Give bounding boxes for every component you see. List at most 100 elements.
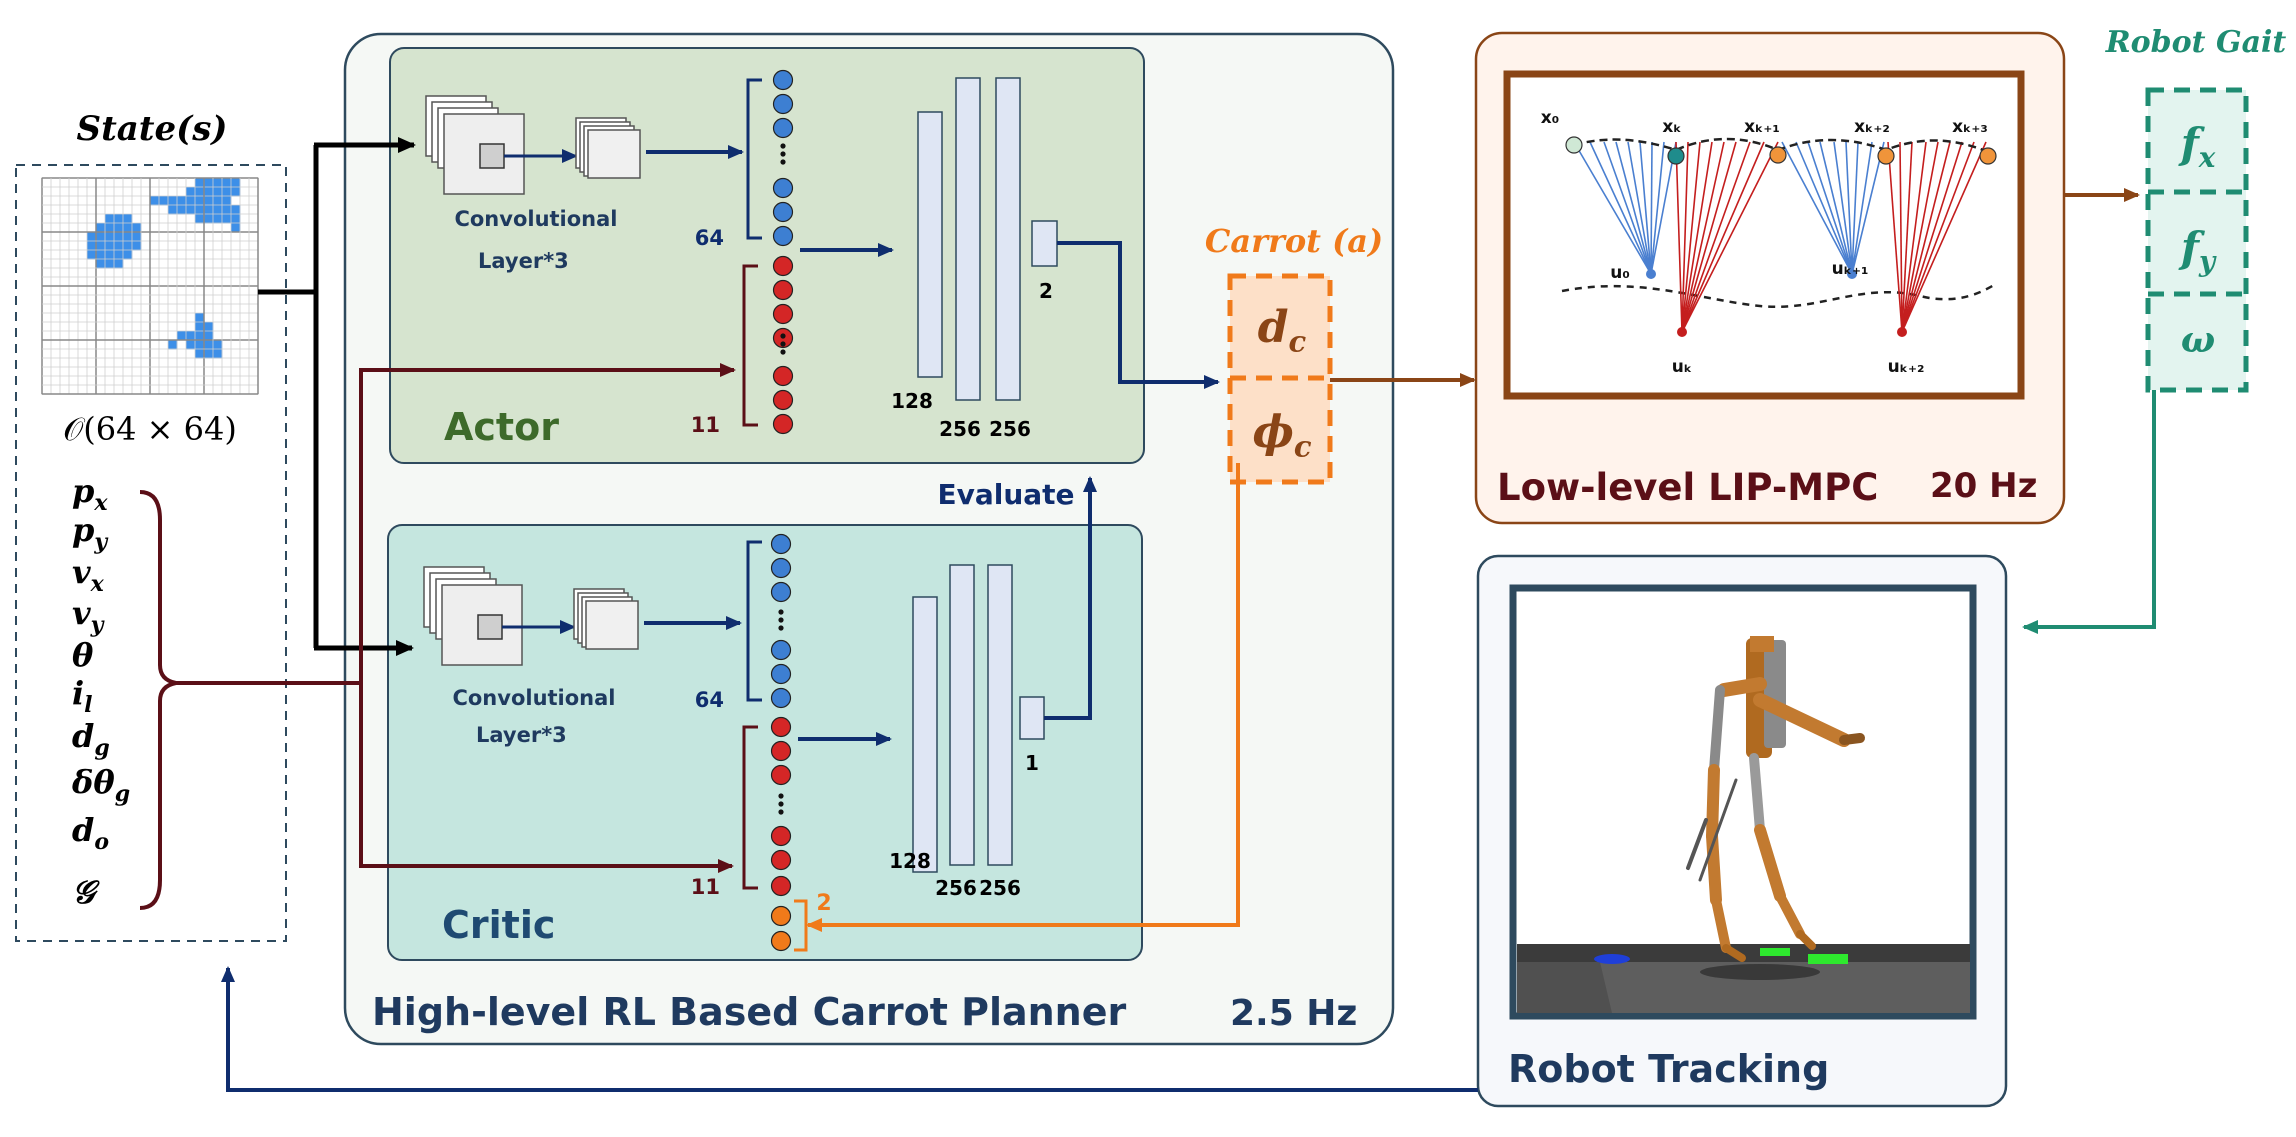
label-uk2: uₖ₊₂: [1888, 357, 1925, 377]
neuron-node: [770, 764, 792, 786]
occupied-cell: [186, 331, 196, 341]
occupied-cell: [204, 205, 214, 215]
com-state-node: [1667, 147, 1685, 165]
occupied-cell: [231, 214, 241, 224]
occupied-cell: [195, 331, 205, 341]
actor-layer-256a: [955, 77, 981, 401]
neuron-node: [772, 365, 794, 387]
neuron-node: [772, 177, 794, 199]
occupied-cell: [114, 241, 124, 251]
label-xk: xₖ: [1662, 117, 1681, 137]
occupied-cell: [123, 214, 133, 224]
neuron-node: [770, 825, 792, 847]
neuron-node: [772, 389, 794, 411]
occupied-cell: [213, 187, 223, 197]
footstep-target-blue: [1594, 954, 1630, 964]
critic-layer-2-size: 256: [935, 876, 977, 900]
critic-blue-bracket: [746, 540, 762, 702]
occupied-cell: [177, 331, 187, 341]
critic-red-bracket: [742, 725, 758, 890]
foot-placement-node: [1847, 269, 1857, 279]
critic-layer-256b: [987, 564, 1013, 866]
occupied-cell: [114, 232, 124, 242]
carrot-phic: ϕc: [1252, 407, 1311, 464]
occupied-cell: [168, 340, 178, 350]
state-variable: vy: [72, 594, 106, 638]
foot-placement-node: [1677, 327, 1687, 337]
actor-layer-3-size: 256: [989, 417, 1031, 441]
occupied-cell: [114, 214, 124, 224]
state-variable: do: [72, 811, 109, 855]
occupied-cell: [213, 340, 223, 350]
occupied-cell: [204, 349, 214, 359]
carrot-dc: dc: [1258, 302, 1307, 359]
neuron-node: [770, 581, 792, 603]
tracking-title: Robot Tracking: [1508, 1047, 1829, 1091]
occupied-cell: [222, 187, 232, 197]
occupied-cell: [222, 214, 232, 224]
label-xk1: xₖ₊₁: [1744, 117, 1780, 137]
occupied-cell: [96, 223, 106, 233]
label-u0: u₀: [1610, 263, 1630, 283]
occupied-cell: [168, 205, 178, 215]
occupied-cell: [231, 178, 241, 188]
occupied-cell: [195, 187, 205, 197]
lip-mpc-box: Low-level LIP-MPC 20 Hz x₀ xₖ xₖ₊₁ xₖ₊₂ …: [1474, 31, 2140, 525]
critic-n-orange: 2: [816, 891, 831, 916]
gait-omega: ω: [2181, 319, 2215, 361]
critic-input-nodes: [770, 533, 792, 952]
com-state-node: [1769, 146, 1787, 164]
carrot-title: Carrot (a): [1205, 222, 1383, 260]
occupied-cell: [105, 241, 115, 251]
evaluate-arrow: [1044, 476, 1097, 720]
critic-n-red: 11: [691, 875, 720, 899]
state-variable: θ: [72, 636, 94, 674]
label-xk3: xₖ₊₃: [1952, 117, 1988, 137]
footstep-target-green: [1808, 954, 1848, 964]
gait-title: Robot Gait: [2105, 25, 2287, 60]
critic-layer-1-size: 128: [889, 849, 931, 873]
robot-tracking-box: Robot Tracking: [221, 554, 2008, 1108]
carrot-action-box: Carrot (a) dc ϕc: [806, 222, 1476, 932]
actor-layer-2-size: 256: [939, 417, 981, 441]
neuron-node: [772, 69, 794, 91]
foot-placement-node: [1646, 269, 1656, 279]
evaluate-label: Evaluate: [937, 478, 1074, 511]
critic-conv-label-2: Layer*3: [476, 723, 567, 747]
occupied-cell: [96, 259, 106, 269]
occupied-cell: [204, 214, 214, 224]
occupied-cell: [132, 232, 142, 242]
carrot-feedback-arrow: [806, 463, 1240, 932]
critic-output-layer: [1019, 696, 1045, 740]
occupied-cell: [132, 223, 142, 233]
occupied-cell: [195, 178, 205, 188]
actor-output-layer: [1031, 220, 1058, 267]
occupied-cell: [87, 241, 97, 251]
actor-layer-1-size: 128: [891, 389, 933, 413]
neuron-node: [770, 740, 792, 762]
actor-blue-bracket: [746, 78, 762, 240]
occupied-cell: [186, 205, 196, 215]
occupied-cell: [222, 196, 232, 206]
occupancy-label: 𝒪(64 × 64): [63, 410, 237, 448]
occupied-cell: [150, 196, 160, 206]
critic-output-size: 1: [1025, 751, 1039, 775]
occupied-cell: [186, 340, 196, 350]
critic-conv-stack: [423, 566, 742, 666]
occupied-cell: [105, 250, 115, 260]
label-uk: uₖ: [1672, 357, 1692, 377]
occupied-cell: [231, 187, 241, 197]
occupied-cell: [204, 322, 214, 332]
neuron-node: [772, 255, 794, 277]
critic-layer-256a: [949, 564, 975, 866]
occupied-cell: [204, 178, 214, 188]
state-variable: px: [72, 472, 108, 516]
occupied-cell: [177, 205, 187, 215]
occupied-cell: [159, 196, 169, 206]
gait-to-tracking-arrow: [2022, 390, 2156, 634]
occupied-cell: [195, 196, 205, 206]
state-variable: vx: [72, 553, 105, 597]
neuron-node: [772, 303, 794, 325]
